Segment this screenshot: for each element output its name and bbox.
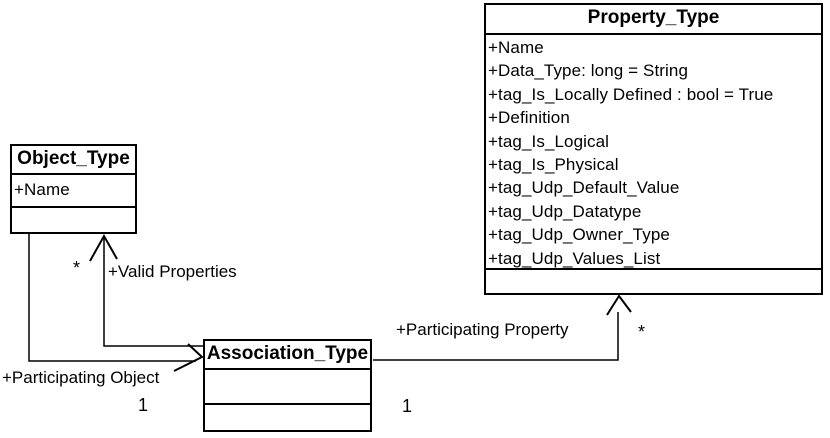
class-attribute: +Name [14,180,70,199]
multiplicity-one: 1 [138,395,149,415]
class-attribute: +tag_Is_Locally Defined : bool = True [488,84,774,104]
valid-properties-arrowhead-icon [89,233,118,262]
methods-compartment [205,405,370,430]
participating-object-arrowhead-icon [173,343,204,372]
class-box-object-type[interactable]: Object_Type +Name [10,144,137,234]
attributes-compartment: +Name +Data_Type: long = String +tag_Is_… [486,35,821,270]
class-title: Property_Type [486,5,821,35]
multiplicity-star: * [73,258,81,278]
class-attribute: +tag_Udp_Values_List [488,248,661,268]
methods-compartment [486,270,821,293]
class-attribute: +tag_Udp_Owner_Type [488,225,670,245]
multiplicity-star: * [638,322,646,342]
class-attribute: +Definition [488,108,570,128]
valid-properties-line [103,237,204,347]
edge-label-valid-properties: +Valid Properties [108,262,237,281]
participating-property-arrowhead-icon [606,294,632,316]
class-box-property-type[interactable]: Property_Type +Name +Data_Type: long = S… [484,3,823,295]
class-attribute: +Data_Type: long = String [488,61,689,81]
participating-object-line [28,234,196,362]
multiplicity-one: 1 [402,396,413,416]
edge-label-participating-object: +Participating Object [2,368,160,387]
class-attribute: +tag_Udp_Default_Value [488,178,680,198]
attributes-compartment [205,370,370,405]
methods-compartment [12,208,135,232]
attributes-compartment: +Name [12,175,135,208]
class-attribute: +tag_Is_Logical [488,131,610,151]
class-title: Object_Type [12,146,135,175]
class-title: Association_Type [205,341,370,370]
edge-label-participating-property: +Participating Property [396,320,569,339]
class-attribute: +tag_Is_Physical [488,155,619,175]
class-attribute: +Name [488,38,544,57]
class-attribute: +tag_Udp_Datatype [488,201,642,221]
class-box-association-type[interactable]: Association_Type [203,339,372,432]
